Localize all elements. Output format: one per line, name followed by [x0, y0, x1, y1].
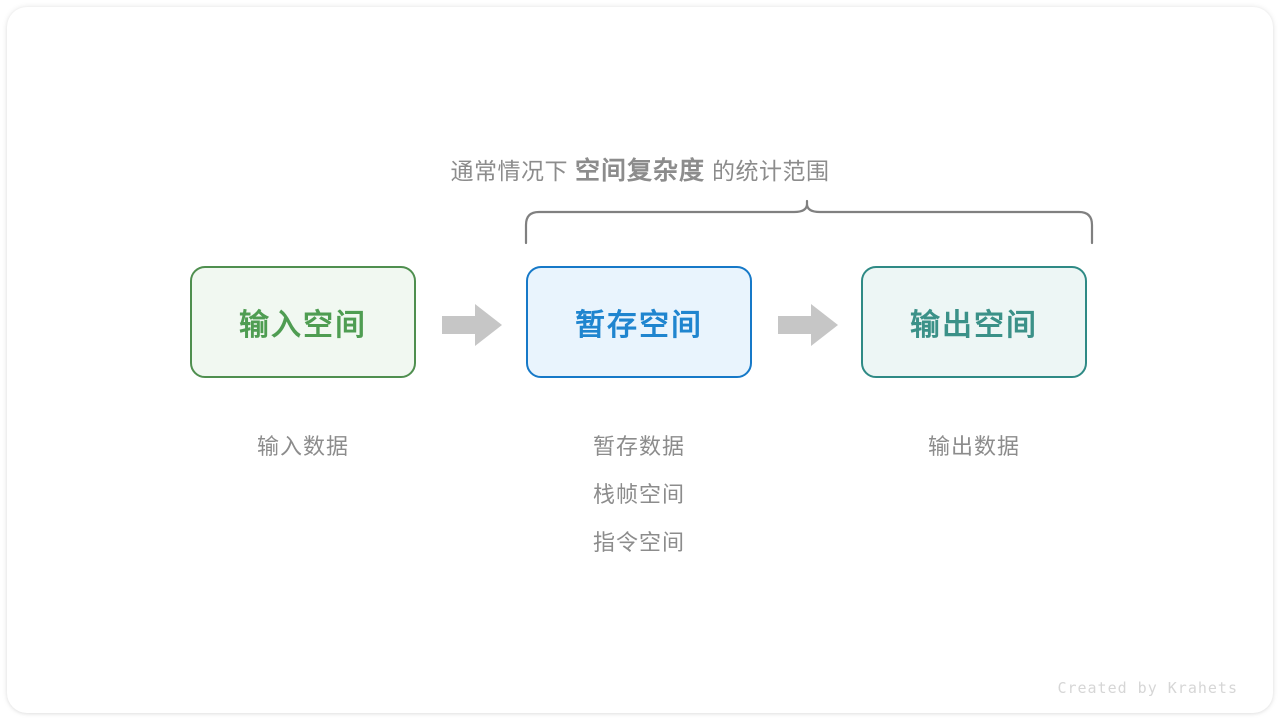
- caption-line: 输出数据: [927, 434, 1020, 459]
- arrow-buffer-to-output-icon: [777, 303, 839, 352]
- box-output-space[interactable]: 输出空间: [861, 266, 1087, 378]
- box-buffer-space[interactable]: 暂存空间: [526, 266, 752, 378]
- brace-caption: 通常情况下空间复杂度的统计范围: [0, 151, 1280, 187]
- caption-column-buffer: 暂存数据 栈帧空间 指令空间: [526, 423, 752, 567]
- caption-column-output: 输出数据: [861, 423, 1087, 471]
- box-buffer-space-label: 暂存空间: [575, 309, 703, 342]
- caption-line: 暂存数据: [592, 434, 685, 459]
- caption-line: 栈帧空间: [592, 482, 685, 507]
- curly-brace-icon: [519, 198, 1099, 255]
- brace-caption-emphasis: 空间复杂度: [574, 157, 705, 185]
- arrow-input-to-buffer-icon: [441, 303, 503, 352]
- caption-column-input: 输入数据: [190, 423, 416, 471]
- caption-line: 输入数据: [256, 434, 349, 459]
- caption-line: 指令空间: [592, 530, 685, 555]
- brace-caption-prefix: 通常情况下: [450, 158, 568, 184]
- box-output-space-label: 输出空间: [910, 309, 1038, 342]
- watermark-credit: Created by Krahets: [1057, 679, 1238, 697]
- brace-caption-suffix: 的统计范围: [712, 158, 830, 184]
- box-input-space[interactable]: 输入空间: [190, 266, 416, 378]
- box-input-space-label: 输入空间: [239, 309, 367, 342]
